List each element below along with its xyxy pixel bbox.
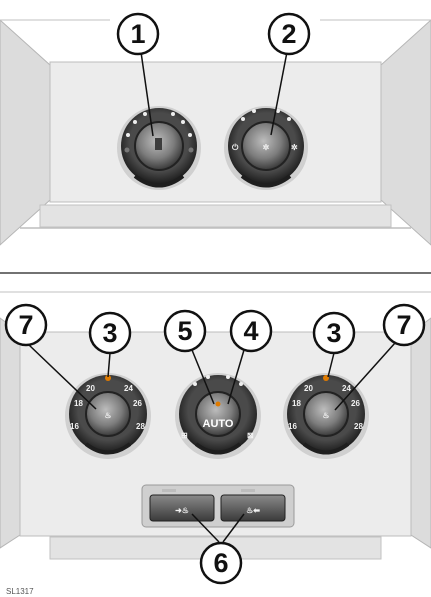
callout-5: 5: [163, 309, 207, 353]
left-temperature-knob: 20 24 18 26 16 28 ♨: [65, 373, 151, 459]
auto-indicator: [215, 401, 221, 407]
bottom-panel: 20 24 18 26 16 28 ♨ AUTO ⊞ ⊠: [0, 291, 431, 560]
callout-7-right: 7: [382, 303, 426, 347]
left-seat-icon: ➜♨: [175, 506, 189, 515]
temp-label-28-right: 28: [354, 422, 363, 431]
callout-6: 6: [199, 541, 243, 585]
top-panel-lip: [39, 204, 392, 228]
callout-2: 2: [267, 12, 311, 56]
temp-indicator-left: [105, 375, 111, 381]
power-icon: ⏻: [232, 143, 239, 152]
temp-label-26-right: 26: [351, 399, 360, 408]
top-panel-face: [49, 61, 382, 203]
svg-text:5: 5: [177, 316, 192, 346]
temp-label-18-right: 18: [292, 399, 301, 408]
callout-1: 1: [116, 12, 160, 56]
auto-label: AUTO: [203, 418, 234, 430]
temp-label-26-left: 26: [133, 399, 142, 408]
temp-label-20-left: 20: [86, 384, 95, 393]
temp-label-28-left: 28: [136, 422, 145, 431]
svg-text:4: 4: [243, 316, 258, 346]
callout-7-left: 7: [4, 303, 48, 347]
temp-label-20-right: 20: [304, 384, 313, 393]
temp-label-16-left: 16: [70, 422, 79, 431]
figure-id: SL1317: [6, 587, 34, 596]
callout-3-left: 3: [88, 311, 132, 355]
temp-label-24-right: 24: [342, 384, 351, 393]
svg-text:2: 2: [281, 19, 296, 49]
fan-speed-knob: ⏻ ✲ ✲: [224, 106, 308, 190]
fan-icon: ✲: [263, 143, 270, 152]
auto-knob: AUTO ⊞ ⊠: [175, 373, 261, 459]
thermometer-icon: [155, 138, 162, 150]
leader-lines: [28, 51, 396, 543]
defrost-icon: ⊠: [247, 431, 254, 440]
svg-text:3: 3: [102, 318, 117, 348]
temp-label-18-left: 18: [74, 399, 83, 408]
svg-text:7: 7: [18, 310, 33, 340]
svg-text:7: 7: [396, 310, 411, 340]
right-seat-button: [220, 494, 286, 522]
seat-heater-icon-left: ♨: [104, 411, 111, 420]
seat-buttons: ➜♨ ♨⬅: [141, 484, 295, 528]
temp-label-16-right: 16: [288, 422, 297, 431]
callout-4: 4: [229, 309, 273, 353]
bottom-right-wall: [410, 317, 431, 549]
bottom-left-wall: [0, 317, 21, 549]
svg-text:1: 1: [130, 19, 145, 49]
callout-3-right: 3: [312, 311, 356, 355]
left-seat-button: [149, 494, 215, 522]
right-seat-icon: ♨⬅: [246, 506, 260, 515]
seat-heater-icon-right: ♨: [322, 411, 329, 420]
temperature-knob-top: [117, 106, 201, 190]
recirculation-icon: ⊞: [181, 431, 188, 440]
temp-label-24-left: 24: [124, 384, 133, 393]
svg-text:3: 3: [326, 318, 341, 348]
fan-high-icon: ✲: [291, 143, 298, 152]
top-panel: ⏻ ✲ ✲: [0, 19, 431, 246]
right-temperature-knob: 20 24 18 26 16 28 ♨: [283, 373, 369, 459]
svg-text:6: 6: [213, 548, 228, 578]
